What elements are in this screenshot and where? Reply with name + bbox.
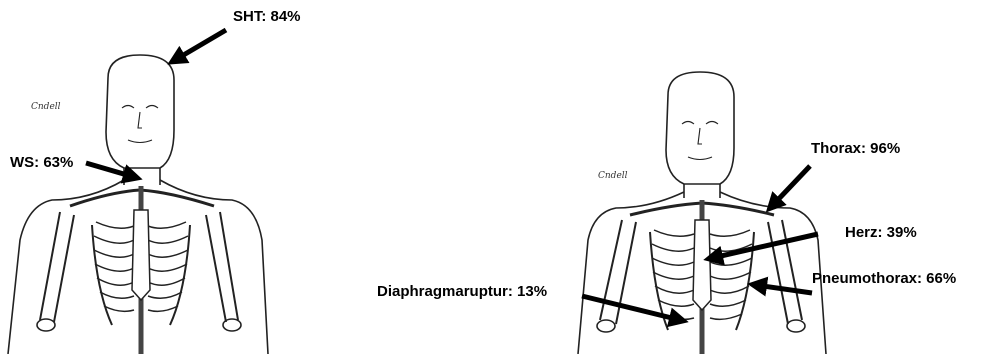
label-ws: WS: 63%: [10, 155, 73, 170]
label-thorax: Thorax: 96%: [811, 141, 900, 156]
right-signature: Cndell: [598, 171, 628, 181]
arrow-ws: [86, 163, 134, 177]
label-diaphragmaruptur: Diaphragmaruptur: 13%: [377, 284, 547, 299]
arrow-pneumothorax: [756, 285, 812, 293]
left-signature: Cndell: [31, 102, 61, 112]
arrow-herz: [712, 234, 818, 258]
left-head-outline: [106, 55, 174, 168]
right-skeleton: [578, 72, 826, 354]
arrow-thorax: [772, 166, 810, 206]
arrow-sht: [175, 30, 226, 60]
arrow-diaphragmaruptur: [582, 296, 680, 320]
label-sht: SHT: 84%: [233, 9, 301, 24]
label-herz: Herz: 39%: [845, 225, 917, 240]
label-pneumothorax: Pneumothorax: 66%: [812, 271, 956, 286]
left-skeleton: [8, 55, 268, 354]
